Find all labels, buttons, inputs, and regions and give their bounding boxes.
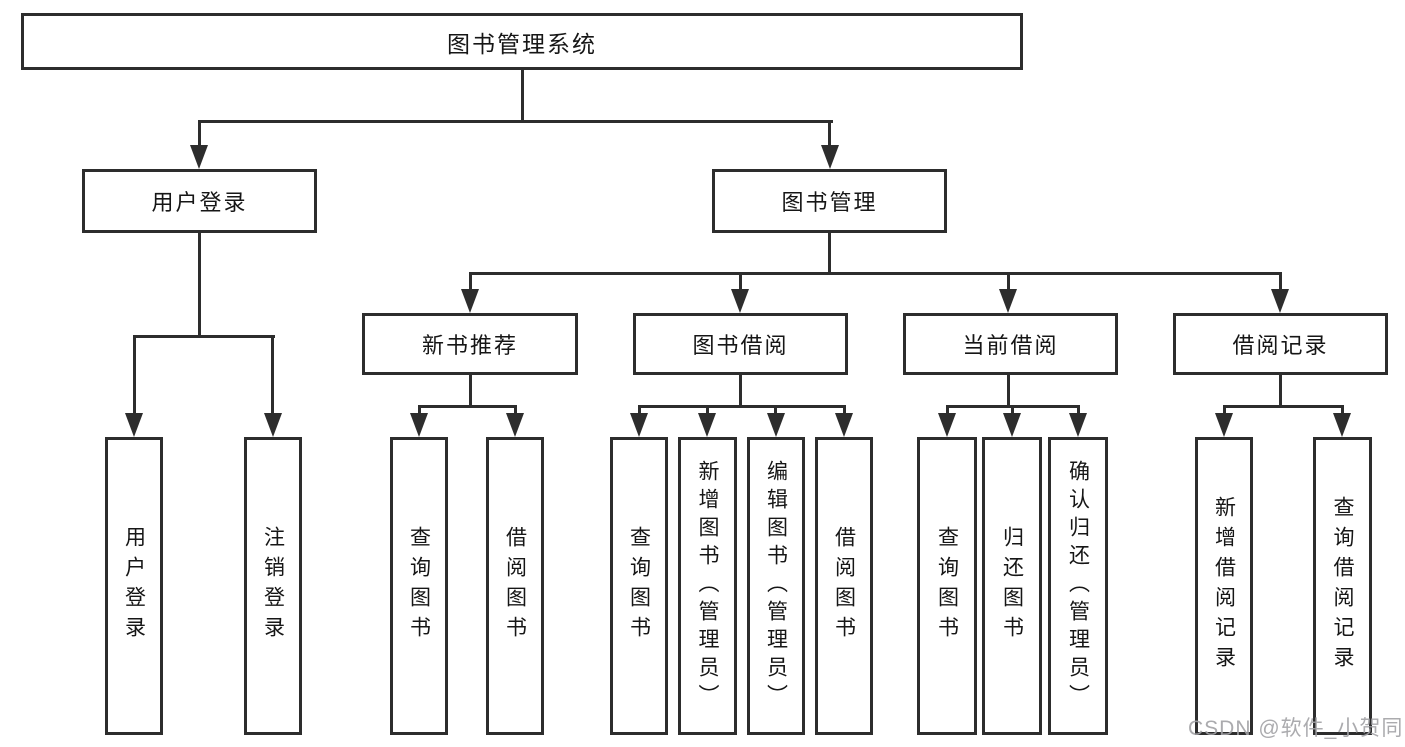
arrow-down-icon <box>1003 413 1021 437</box>
node-label: 用户登录 <box>122 526 146 646</box>
connector-current-tail-2 <box>1011 405 1014 413</box>
node-label: 图书管理系统 <box>447 30 597 57</box>
node-label: 借阅记录 <box>1232 333 1329 358</box>
connector-records-tail-1 <box>1223 405 1226 413</box>
connector-borrowing-tail-3 <box>774 405 777 413</box>
connector-records-branch <box>1223 405 1344 408</box>
arrow-down-icon <box>461 289 479 313</box>
leaf-query-books-current: 查询图书 <box>917 437 977 735</box>
node-label: 新书推荐 <box>421 333 518 358</box>
arrow-down-icon <box>731 289 749 313</box>
arrow-down-icon <box>1069 413 1087 437</box>
arrow-down-icon <box>264 413 282 437</box>
leaf-add-books-admin: 新增图书（管理员） <box>678 437 737 735</box>
arrow-down-icon <box>698 413 716 437</box>
node-label: 借阅图书 <box>503 526 527 646</box>
connector-current-stem <box>1007 375 1010 405</box>
leaf-user-login: 用户登录 <box>105 437 163 735</box>
arrow-down-icon <box>630 413 648 437</box>
connector-recommend-tail-1 <box>418 405 421 413</box>
node-current-borrowing: 当前借阅 <box>903 313 1118 375</box>
connector-current-tail-1 <box>946 405 949 413</box>
watermark: CSDN @软件_小贺同学 <box>1188 717 1404 740</box>
node-label: 确认归还（管理员） <box>1066 460 1090 712</box>
leaf-query-borrow-record: 查询借阅记录 <box>1313 437 1372 735</box>
connector-borrowing-tail-2 <box>706 405 709 413</box>
arrow-down-icon <box>1333 413 1351 437</box>
leaf-borrow-books-borrowing: 借阅图书 <box>815 437 873 735</box>
arrow-down-icon <box>767 413 785 437</box>
arrow-down-icon <box>1215 413 1233 437</box>
connector-borrowing-branch <box>638 405 846 408</box>
arrow-down-icon <box>1271 289 1289 313</box>
connector-mgmt-tail-3 <box>1007 272 1010 289</box>
node-library-management-system: 图书管理系统 <box>21 13 1023 70</box>
node-label: 借阅图书 <box>832 526 856 646</box>
node-label: 图书借阅 <box>692 333 789 358</box>
connector-root-left-tail <box>198 120 201 145</box>
connector-recommend-tail-2 <box>514 405 517 413</box>
connector-login-left-tail <box>133 335 136 413</box>
arrow-down-icon <box>410 413 428 437</box>
leaf-query-books-recommend: 查询图书 <box>390 437 448 735</box>
node-label: 新增图书（管理员） <box>696 460 719 712</box>
leaf-return-books: 归还图书 <box>982 437 1042 735</box>
connector-mgmt-tail-1 <box>469 272 472 289</box>
leaf-query-books-borrowing: 查询图书 <box>610 437 668 735</box>
connector-login-branch <box>133 335 275 338</box>
node-label: 当前借阅 <box>962 333 1059 358</box>
arrow-down-icon <box>835 413 853 437</box>
leaf-confirm-return-admin: 确认归还（管理员） <box>1048 437 1108 735</box>
connector-mgmt-branch <box>469 272 1282 275</box>
node-new-book-recommend: 新书推荐 <box>362 313 578 375</box>
connector-login-stem <box>198 233 201 335</box>
leaf-logout: 注销登录 <box>244 437 302 735</box>
arrow-down-icon <box>938 413 956 437</box>
node-label: 查询图书 <box>407 526 431 646</box>
node-label: 编辑图书（管理员） <box>764 460 788 712</box>
connector-records-stem <box>1279 375 1282 405</box>
leaf-add-borrow-record: 新增借阅记录 <box>1195 437 1253 735</box>
connector-root-stem <box>521 70 524 120</box>
node-label: 查询图书 <box>627 526 651 646</box>
node-book-management: 图书管理 <box>712 169 947 233</box>
arrow-down-icon <box>125 413 143 437</box>
arrow-down-icon <box>821 145 839 169</box>
node-label: 归还图书 <box>1000 526 1024 646</box>
node-label: 查询借阅记录 <box>1331 496 1354 676</box>
node-label: 查询图书 <box>935 526 959 646</box>
connector-login-right-tail <box>271 335 274 413</box>
node-label: 注销登录 <box>261 526 285 646</box>
arrow-down-icon <box>999 289 1017 313</box>
connector-current-tail-3 <box>1077 405 1080 413</box>
leaf-edit-books-admin: 编辑图书（管理员） <box>747 437 805 735</box>
connector-borrowing-tail-4 <box>843 405 846 413</box>
connector-root-branch <box>198 120 833 123</box>
connector-mgmt-tail-4 <box>1279 272 1282 289</box>
arrow-down-icon <box>190 145 208 169</box>
leaf-borrow-books-recommend: 借阅图书 <box>486 437 544 735</box>
connector-mgmt-stem <box>828 232 831 272</box>
connector-borrowing-stem <box>739 375 742 405</box>
node-book-borrowing: 图书借阅 <box>633 313 848 375</box>
connector-recommend-stem <box>469 375 472 405</box>
node-label: 用户登录 <box>151 190 248 215</box>
connector-records-tail-2 <box>1341 405 1344 413</box>
node-label: 新增借阅记录 <box>1212 496 1236 676</box>
connector-mgmt-tail-2 <box>739 272 742 289</box>
connector-borrowing-tail-1 <box>638 405 641 413</box>
node-borrowing-records: 借阅记录 <box>1173 313 1388 375</box>
connector-recommend-branch <box>418 405 517 408</box>
arrow-down-icon <box>506 413 524 437</box>
node-user-login: 用户登录 <box>82 169 317 233</box>
connector-root-right-tail <box>828 120 831 145</box>
node-label: 图书管理 <box>781 190 878 215</box>
